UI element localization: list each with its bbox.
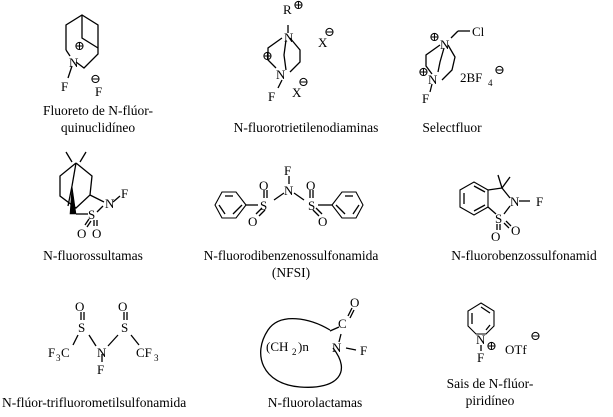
atom-n-top: N — [284, 30, 294, 45]
atom-o: O — [350, 295, 359, 310]
charge-minus: ⊖ — [494, 62, 505, 77]
atom-c: C — [338, 316, 347, 331]
atom-f: F — [422, 91, 429, 106]
counter-x1: X — [318, 35, 328, 50]
caption-triethylenediamine: N-fluorotrietilenodiaminas — [234, 120, 379, 135]
charge-plus: ⊕ — [486, 338, 497, 353]
caption-triflimide: N-flúor-trifluorometilsulfonamida — [2, 395, 186, 410]
atom-f: F — [61, 79, 68, 94]
caption-pyridinium-1: Sais de N-flúor- — [447, 376, 534, 391]
atom-o2: O — [511, 223, 520, 238]
lactam-structure: O C N F (CH 2 )n — [260, 295, 367, 388]
atom-f: F — [121, 186, 128, 201]
caption-nfsi-1: N-fluorodibenzenossulfonamida — [204, 248, 379, 263]
charge-plus: ⊕ — [74, 38, 85, 53]
atom-o1: O — [491, 229, 500, 244]
charge-plus-2: ⊕ — [262, 48, 273, 63]
atom-o2: O — [118, 299, 127, 314]
atom-n-top: N — [440, 37, 450, 52]
sultam-structure: N F S O O — [59, 151, 128, 241]
atom-n-bottom: N — [428, 72, 438, 87]
atom-s2: S — [308, 198, 315, 213]
atom-n: N — [105, 196, 115, 211]
atom-n: N — [69, 55, 79, 70]
triflimide-structure: O O S S F 3 C N CF 3 F — [48, 299, 159, 377]
atom-f: F — [268, 89, 275, 104]
pyridinium-structure: N ⊕ F OTf ⊖ — [467, 302, 541, 365]
nfsi-structure: F N S S O O O O — [214, 163, 364, 229]
atom-n: N — [510, 194, 520, 209]
caption-nfsi-2: (NFSI) — [272, 265, 310, 280]
ch2-subscript: 2 — [292, 347, 297, 357]
atom-n: N — [332, 340, 342, 355]
caption-pyridinium-2: piridíneo — [466, 393, 515, 408]
selectfluor-structure: N ⊕ Cl N ⊕ F 2BF 4 ⊖ — [418, 24, 505, 106]
atom-n-bottom: N — [276, 67, 286, 82]
caption-lactam: N-fluorolactamas — [268, 395, 362, 410]
caption-selectfluor: Selectfluor — [422, 120, 482, 135]
counter-otf: OTf — [505, 342, 527, 357]
triethylenediamine-structure: R ⊕ N N ⊕ F X ⊖ X ⊖ — [262, 0, 335, 104]
atom-cl: Cl — [472, 24, 485, 39]
charge-plus-bottom: ⊕ — [418, 64, 429, 79]
cf3-left-f: F — [48, 345, 55, 360]
cf3-left-c: C — [61, 345, 70, 360]
atom-o4: O — [318, 214, 327, 229]
cf3-right-sub: 3 — [154, 353, 159, 363]
charge-plus: ⊕ — [293, 0, 304, 12]
atom-n: N — [284, 183, 294, 198]
counter-f: F — [95, 84, 102, 99]
atom-s1: S — [260, 198, 267, 213]
atom-o1: O — [77, 226, 86, 241]
atom-o3: O — [248, 214, 257, 229]
atom-n: N — [476, 332, 486, 347]
charge-plus-top: ⊕ — [429, 29, 440, 44]
atom-o2: O — [306, 178, 315, 193]
atom-f: F — [360, 343, 367, 358]
quinuclidinium-structure: N ⊕ F ⊖ F — [61, 14, 102, 99]
atom-s1: S — [78, 320, 85, 335]
caption-quinuclidinium-1: Fluoreto de N-flúor- — [43, 103, 153, 118]
atom-f: F — [477, 350, 484, 365]
atom-s: S — [495, 211, 502, 226]
atom-f: F — [536, 194, 543, 209]
atom-s2: S — [121, 320, 128, 335]
charge-minus-2: ⊖ — [298, 74, 309, 89]
charge-minus: ⊖ — [90, 71, 101, 86]
atom-s: S — [88, 207, 95, 222]
cf3-left-sub: 3 — [56, 353, 61, 363]
atom-f: F — [97, 362, 104, 377]
charge-minus: ⊖ — [530, 328, 541, 343]
atom-o1: O — [259, 178, 268, 193]
counter-bf: 2BF — [460, 70, 482, 85]
atom-n: N — [97, 345, 107, 360]
atom-r: R — [283, 2, 292, 17]
cf3-right: CF — [136, 345, 152, 360]
caption-quinuclidinium-2: quinuclidíneo — [61, 120, 135, 135]
charge-minus-1: ⊖ — [324, 24, 335, 39]
caption-benzosultam: N-fluorobenzossulfonamid — [451, 248, 597, 263]
counter-bf-subscript: 4 — [488, 78, 493, 88]
counter-x2: X — [292, 85, 302, 100]
atom-o1: O — [75, 299, 84, 314]
ch2-repeat: )n — [298, 339, 309, 354]
ch2-group: (CH — [266, 339, 288, 354]
atom-o2: O — [92, 226, 101, 241]
benzosultam-structure: N F S O O — [459, 174, 543, 244]
caption-sultam: N-fluorossultamas — [43, 248, 143, 263]
atom-f: F — [284, 163, 291, 178]
